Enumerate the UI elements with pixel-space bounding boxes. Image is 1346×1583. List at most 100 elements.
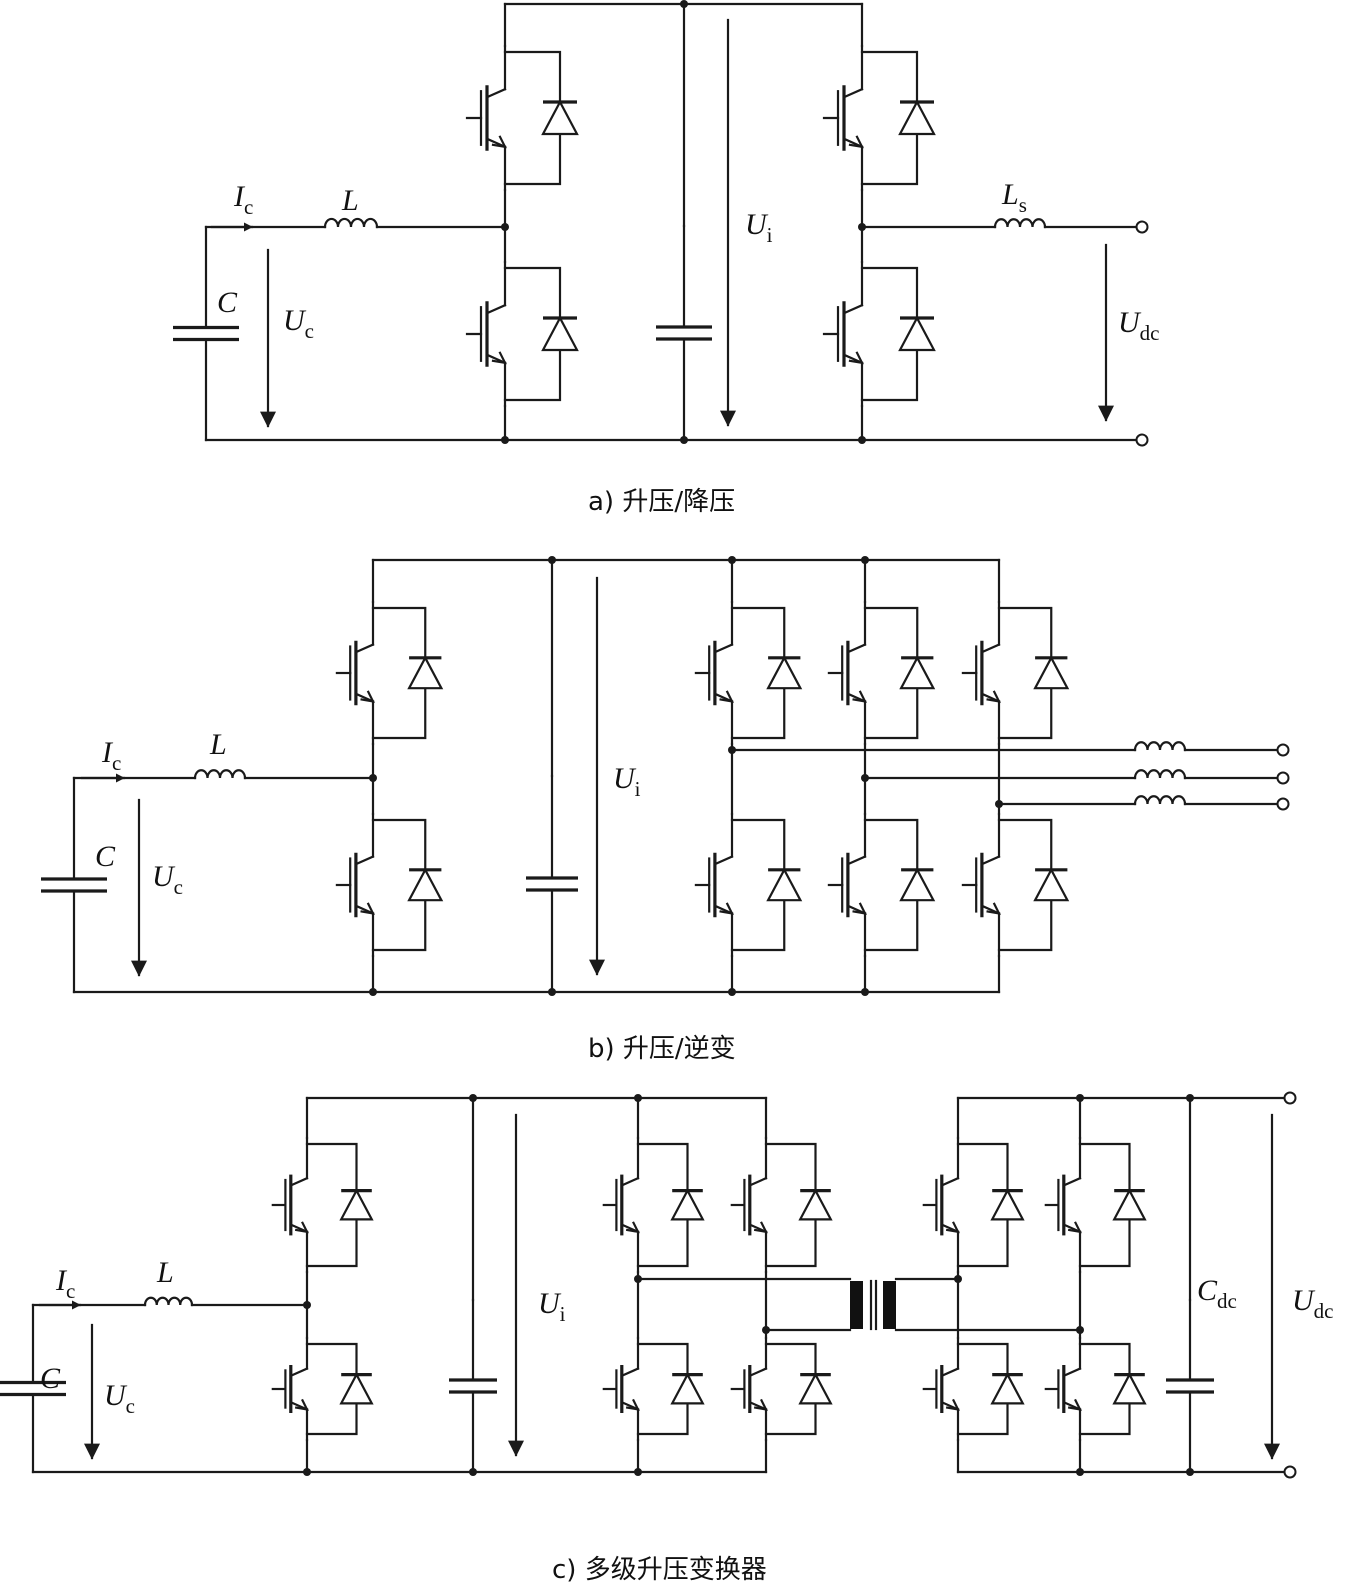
igbt-emitter-arrow — [753, 1221, 768, 1234]
diode-triangle — [339, 1372, 374, 1405]
wire — [354, 855, 375, 866]
label-ui: Ui — [613, 762, 641, 801]
wire — [748, 1367, 768, 1378]
label-inductor-l: L — [341, 184, 359, 217]
igbt-with-diode — [271, 1336, 374, 1442]
diode-triangle — [1033, 867, 1070, 902]
label-inductor-l: L — [156, 1256, 174, 1289]
terminal — [1276, 743, 1290, 757]
igbt-with-diode — [822, 260, 936, 408]
igbt-emitter-arrow — [1067, 1221, 1082, 1234]
junction-dot — [1076, 1326, 1084, 1334]
terminal — [1135, 220, 1149, 234]
label-uc: Uc — [104, 1379, 135, 1418]
panel-b-caption: b) 升压/逆变 — [588, 1034, 736, 1064]
igbt-emitter-arrow — [1067, 1398, 1082, 1411]
wire — [846, 855, 867, 866]
wire — [289, 1176, 309, 1187]
panel-c-multistage-boost-converter — [0, 1091, 1297, 1479]
junction-dot — [1186, 1094, 1194, 1102]
diode-triangle — [407, 867, 444, 902]
igbt-with-diode — [271, 1136, 374, 1274]
wire — [980, 643, 1001, 654]
diode-triangle — [670, 1372, 705, 1405]
diode-triangle — [541, 315, 579, 352]
inductor-coil — [993, 218, 1047, 229]
label-uc: Uc — [283, 304, 314, 343]
label-ui: Ui — [745, 208, 773, 247]
diode-triangle — [1033, 655, 1070, 690]
igbt-emitter-arrow — [625, 1398, 640, 1411]
igbt-emitter-arrow — [852, 690, 867, 703]
igbt-emitter-arrow — [625, 1221, 640, 1234]
igbt-with-diode — [694, 600, 803, 746]
igbt-with-diode — [694, 812, 803, 958]
igbt-emitter-arrow — [986, 902, 1001, 915]
label-ic: Ic — [233, 180, 253, 219]
wire — [289, 1367, 309, 1378]
junction-dot — [501, 223, 509, 231]
junction-dot — [728, 988, 736, 996]
label-ic: Ic — [55, 1264, 75, 1303]
terminal — [1283, 1465, 1297, 1479]
igbt-with-diode — [827, 812, 936, 958]
junction-dot — [1076, 1094, 1084, 1102]
wire — [713, 643, 734, 654]
igbt-emitter-arrow — [294, 1221, 309, 1234]
junction-dot — [1186, 1468, 1194, 1476]
igbt-emitter-arrow — [945, 1398, 960, 1411]
igbt-with-diode — [335, 600, 444, 746]
wire — [842, 303, 864, 315]
wire — [980, 855, 1001, 866]
label-ls: Ls — [1001, 178, 1027, 217]
igbt-emitter-arrow — [986, 690, 1001, 703]
igbt-with-diode — [827, 600, 936, 746]
junction-dot — [303, 1468, 311, 1476]
igbt-emitter-arrow — [945, 1221, 960, 1234]
inductor-coil — [323, 217, 379, 229]
wire — [1062, 1367, 1082, 1378]
diode-triangle — [766, 655, 803, 690]
junction-dot — [680, 436, 688, 444]
terminal — [1135, 433, 1149, 447]
label-udc: Udc — [1118, 306, 1160, 345]
junction-dot — [303, 1301, 311, 1309]
wire — [940, 1176, 960, 1187]
wire — [620, 1176, 640, 1187]
igbt-with-diode — [602, 1336, 705, 1442]
wire — [842, 87, 864, 99]
diode-triangle — [339, 1188, 374, 1221]
junction-dot — [861, 556, 869, 564]
igbt-with-diode — [335, 812, 444, 958]
panel-a-labels: Ic L C Uc Ui Ls Udc — [217, 178, 1160, 345]
inductor-coil — [1133, 795, 1187, 806]
igbt-emitter-arrow — [848, 135, 864, 149]
diode-triangle — [541, 99, 579, 136]
inductor-coil — [143, 1296, 194, 1307]
wire — [620, 1367, 640, 1378]
wire — [748, 1176, 768, 1187]
terminal — [1276, 797, 1290, 811]
label-ui: Ui — [538, 1287, 566, 1326]
panel-b-boost-inverter — [41, 556, 1290, 996]
label-capacitor-c: C — [95, 840, 116, 873]
diode-triangle — [407, 655, 444, 690]
igbt-emitter-arrow — [719, 690, 734, 703]
diode-triangle — [990, 1372, 1025, 1405]
igbt-emitter-arrow — [491, 135, 507, 149]
igbt-emitter-arrow — [360, 690, 375, 703]
igbt-with-diode — [1044, 1136, 1147, 1274]
terminal — [1276, 771, 1290, 785]
panel-c-caption: c) 多级升压变换器 — [552, 1555, 767, 1583]
wire — [846, 643, 867, 654]
junction-dot — [954, 1275, 962, 1283]
junction-dot — [501, 436, 509, 444]
igbt-with-diode — [961, 812, 1070, 958]
transformer-winding-secondary — [883, 1281, 896, 1329]
junction-dot — [858, 436, 866, 444]
igbt-with-diode — [465, 260, 579, 408]
label-inductor-l: L — [209, 728, 227, 761]
diode-triangle — [898, 99, 936, 136]
wire — [713, 855, 734, 866]
